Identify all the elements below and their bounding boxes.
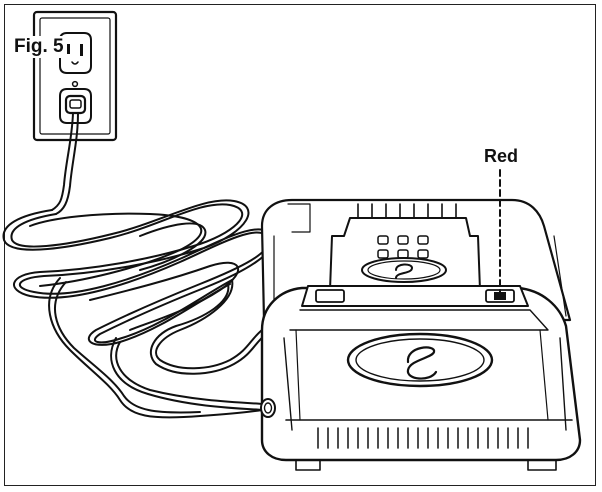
power-cord	[2, 112, 275, 419]
figure-label: Fig. 5	[12, 36, 66, 58]
wall-outlet	[32, 10, 118, 142]
red-callout-label: Red	[484, 146, 519, 166]
charger	[260, 198, 582, 471]
